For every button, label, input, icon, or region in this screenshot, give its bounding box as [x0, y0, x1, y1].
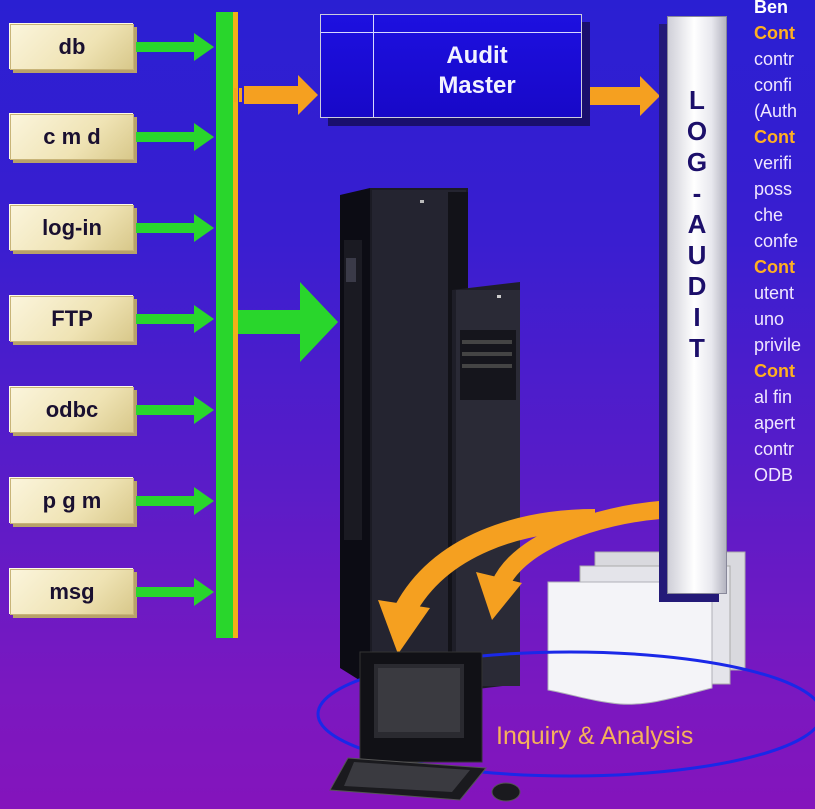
benefit-text-line: privile [754, 335, 802, 355]
inquiry-label: Inquiry & Analysis [496, 722, 694, 750]
benefit-text-line: confe [754, 231, 799, 251]
audit-feed-arrow [234, 75, 318, 115]
log-letter: T [689, 333, 705, 363]
log-letter: - [692, 178, 702, 208]
benefit-text-line: che [754, 205, 784, 225]
log-letter: A [687, 209, 707, 239]
source-msg: msg [10, 569, 134, 615]
benefit-text-line: uno [754, 309, 785, 329]
benefit-text-line: ODB [754, 465, 794, 485]
data-bus [216, 12, 238, 638]
source-arrows [136, 33, 214, 606]
source-login: log-in [10, 205, 134, 251]
curved-arrows [378, 501, 661, 654]
source-label: msg [49, 579, 95, 604]
log-letter: U [687, 240, 707, 270]
arrow-db [136, 33, 214, 61]
benefit-text-line: poss [754, 179, 793, 199]
benefit-heading-line: Cont [754, 361, 795, 381]
arrow-login [136, 214, 214, 242]
source-label: FTP [51, 306, 93, 331]
benefit-text-line: utent [754, 283, 795, 303]
source-cmd: c m d [10, 114, 134, 160]
benefit-heading-line: Cont [754, 257, 795, 277]
benefit-text-line: contr [754, 439, 795, 459]
arrow-pgm [136, 487, 214, 515]
analysis-ellipse [316, 650, 815, 778]
arrow-msg [136, 578, 214, 606]
audit-master-line1: Audit [446, 42, 508, 69]
source-label: log-in [42, 215, 102, 240]
workstation-icon [329, 651, 521, 802]
arrow-ftp [136, 305, 214, 333]
log-arrow [586, 76, 660, 116]
log-audit-column: L O G - A U D I T [667, 16, 727, 594]
audit-master-line2: Master [438, 72, 516, 99]
source-ftp: FTP [10, 296, 134, 342]
source-label: p g m [42, 488, 102, 513]
benefit-heading-line: Cont [754, 127, 795, 147]
source-label: c m d [43, 124, 101, 149]
source-db: db [10, 24, 134, 70]
arrow-odbc [136, 396, 214, 424]
benefits-heading: Ben [754, 0, 789, 17]
source-pgm: p g m [10, 478, 134, 524]
source-label: odbc [45, 397, 99, 422]
log-letter: O [686, 116, 708, 146]
benefit-text-line: al fin [754, 387, 793, 407]
log-letter: I [693, 302, 701, 332]
log-letter: D [687, 271, 707, 301]
log-letter: G [686, 147, 708, 177]
server-arrow [238, 282, 338, 362]
benefit-text-line: apert [754, 413, 796, 433]
benefit-text-line: contr [754, 49, 795, 69]
source-label: db [58, 34, 86, 59]
benefit-text-line: verifi [754, 153, 793, 173]
arrow-cmd [136, 123, 214, 151]
benefit-text-line: confi [754, 75, 793, 95]
log-letter: L [689, 85, 705, 115]
benefit-heading-line: Cont [754, 23, 795, 43]
audit-master-box: Audit Master [320, 14, 582, 118]
benefit-text-line: (Auth [754, 101, 798, 121]
source-odbc: odbc [10, 387, 134, 433]
